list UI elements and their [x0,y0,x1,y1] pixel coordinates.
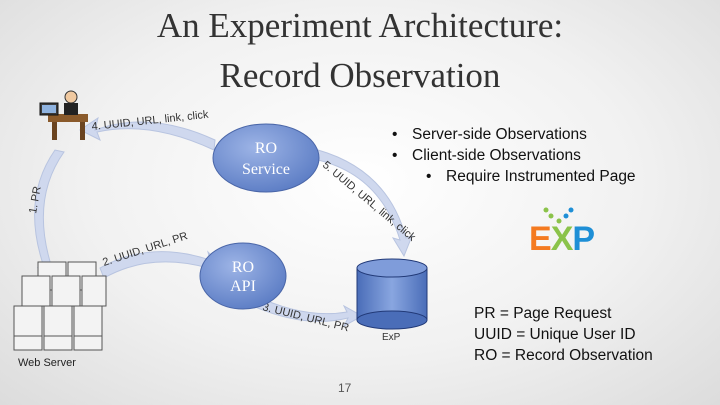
exp-logo: EXP [529,206,599,258]
user-desk-icon [39,90,88,140]
bullet-subtext-1: Require Instrumented Page [446,168,636,185]
bullet-text-1: Server-side Observations [412,126,587,143]
arrow-top [79,116,216,151]
ro-service-node [212,123,320,193]
bullet-item-2: •Client-side Observations [392,147,581,164]
ro-service-label-2: Service [242,161,290,178]
bullet-list: •Server-side Observations •Client-side O… [392,124,636,187]
ro-api-label-1: RO [232,259,254,276]
bullet-item-1: •Server-side Observations [392,126,587,143]
arrow-bottom [239,289,364,328]
exp-logo-e: E [529,220,552,258]
ro-api-label-2: API [230,278,256,295]
exp-logo-x: X [550,220,574,258]
ro-api-node [199,242,287,310]
legend-item-ro: RO = Record Observation [474,347,653,364]
bullet-text-2: Client-side Observations [412,147,581,164]
legend-item-uuid: UUID = Unique User ID [474,326,636,343]
exp-database-icon [356,258,428,330]
exp-db-label: ExP [382,332,401,343]
exp-logo-dots-icon [543,207,574,224]
ro-service-label-1: RO [255,140,277,157]
bullet-subitem-1: •Require Instrumented Page [426,168,636,185]
page-number: 17 [338,381,352,395]
web-server-icon [13,261,107,351]
slide-title-line2: Record Observation [219,56,501,95]
arrow-label-left: 1. PR [27,185,44,214]
web-server-label: Web Server [18,357,76,369]
legend-item-pr: PR = Page Request [474,305,612,322]
exp-logo-p: P [572,220,595,258]
arrow-right [317,149,413,258]
legend: PR = Page Request UUID = Unique User ID … [474,303,653,366]
slide-title-line1: An Experiment Architecture: [156,6,564,45]
